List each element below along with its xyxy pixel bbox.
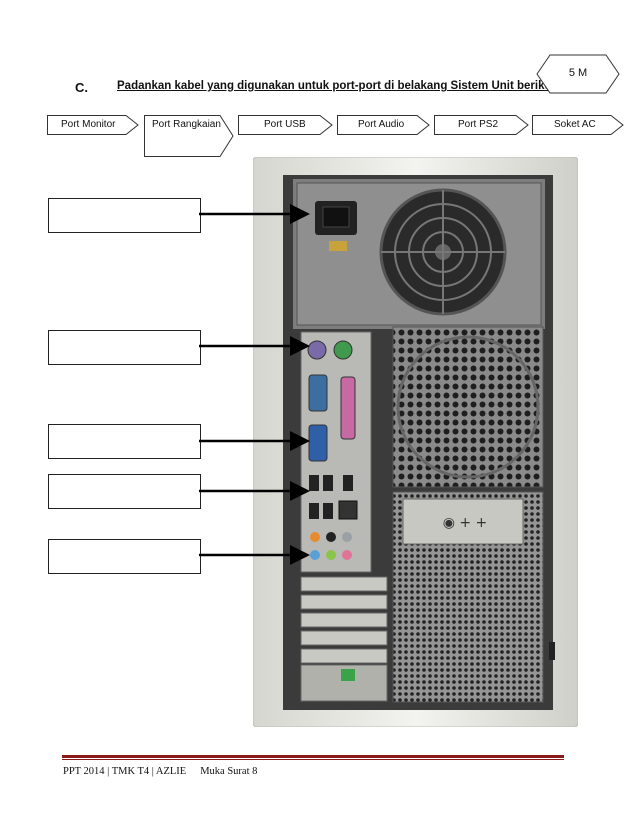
tag-port-monitor-label: Port Monitor xyxy=(61,119,116,130)
tag-soket-ac-label: Soket AC xyxy=(554,119,596,130)
tag-port-monitor[interactable]: Port Monitor xyxy=(47,115,139,135)
tag-port-usb[interactable]: Port USB xyxy=(238,115,333,135)
system-unit-back-photo: ◉ + + xyxy=(253,157,578,727)
question-letter: C. xyxy=(75,80,88,95)
marks-badge-shape xyxy=(536,54,620,94)
tag-port-ps2-label: Port PS2 xyxy=(458,119,499,130)
tag-port-rangkaian[interactable]: Port Rangkaian xyxy=(144,115,234,157)
tag-soket-ac-shape xyxy=(532,115,624,135)
answer-box-4[interactable] xyxy=(48,474,201,509)
footer-left: PPT 2014 | TMK T4 | AZLIE xyxy=(63,766,187,777)
answer-box-2[interactable] xyxy=(48,330,201,365)
tag-port-audio-label: Port Audio xyxy=(358,119,405,130)
tag-port-rangkaian-shape xyxy=(144,115,234,157)
footer-page-number: Muka Surat 8 xyxy=(200,766,258,777)
tag-soket-ac[interactable]: Soket AC xyxy=(532,115,624,135)
tag-port-usb-label: Port USB xyxy=(264,119,306,130)
answer-box-5[interactable] xyxy=(48,539,201,574)
svg-text:◉ + +: ◉ + + xyxy=(443,515,488,531)
answer-box-1[interactable] xyxy=(48,198,201,233)
marks-label: 5 M xyxy=(568,67,588,79)
tag-port-audio[interactable]: Port Audio xyxy=(337,115,430,135)
footer: PPT 2014 | TMK T4 | AZLIE Muka Surat 8 xyxy=(63,766,257,777)
tag-port-ps2-shape xyxy=(434,115,529,135)
marks-badge: 5 M xyxy=(536,52,620,96)
question-text: Padankan kabel yang digunakan untuk port… xyxy=(117,80,559,92)
footer-rule xyxy=(62,755,564,760)
tag-port-ps2[interactable]: Port PS2 xyxy=(434,115,529,135)
tag-port-usb-shape xyxy=(238,115,333,135)
tag-port-rangkaian-label: Port Rangkaian xyxy=(152,119,221,130)
tag-port-monitor-shape xyxy=(47,115,139,135)
tag-port-audio-shape xyxy=(337,115,430,135)
